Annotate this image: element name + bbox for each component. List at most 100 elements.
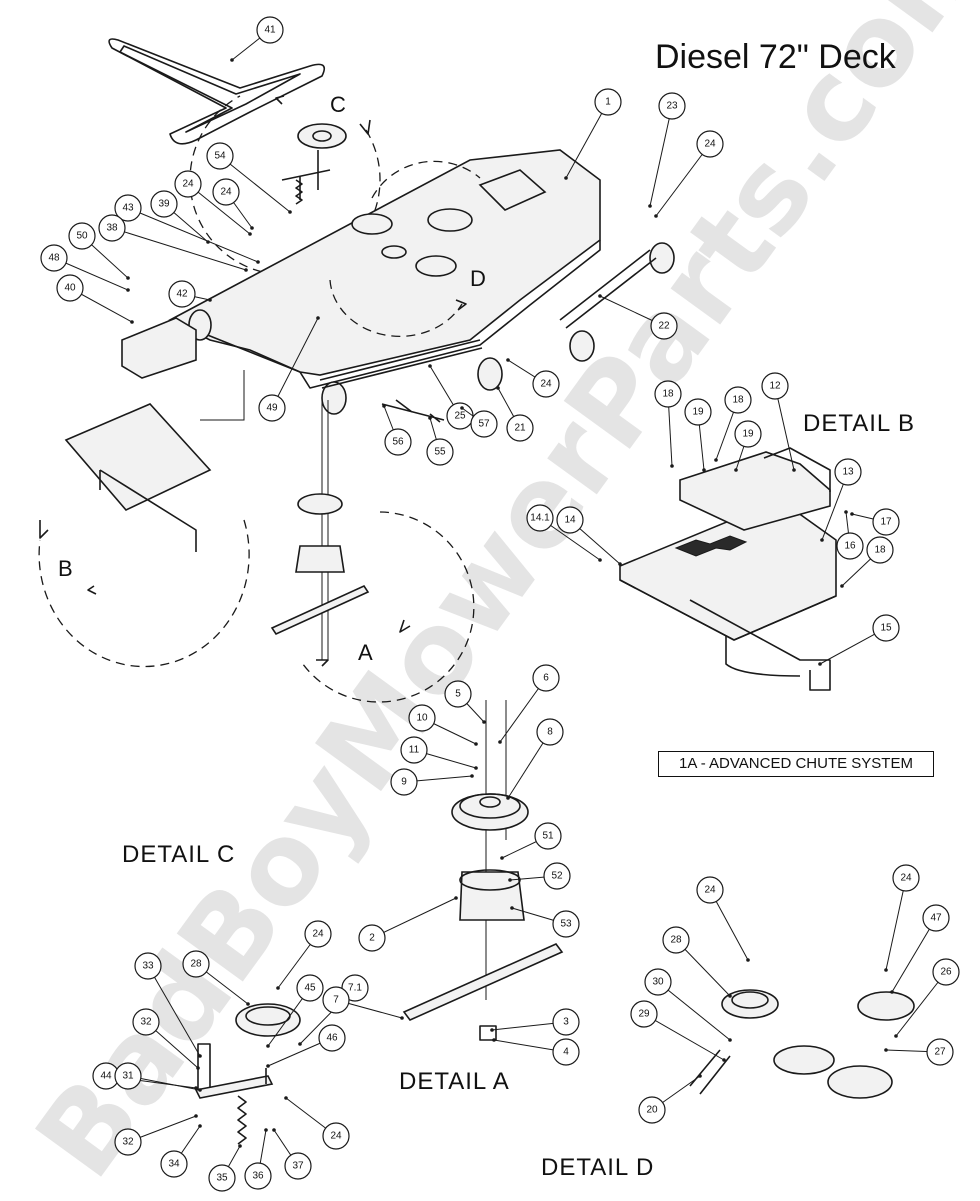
chute-deflector-front — [619, 579, 837, 641]
callout-balloon — [658, 92, 686, 120]
callout-number: 4 — [563, 1047, 569, 1058]
detail-a-circle — [299, 511, 475, 703]
callout-number: 18 — [874, 545, 886, 556]
callout-number: 18 — [662, 389, 674, 400]
callout-leader — [111, 227, 247, 271]
callout-leader-tip — [470, 774, 474, 778]
callout-number: 51 — [542, 831, 554, 842]
view-letter-c: C — [330, 92, 346, 117]
callout-leader-tip — [244, 268, 248, 272]
callout-balloon — [684, 398, 712, 426]
callout-number: 5 — [455, 689, 461, 700]
detail-c-spring — [237, 1095, 247, 1145]
callout-leader-tip — [198, 1054, 202, 1058]
callout-leader-tip — [130, 320, 134, 324]
callout-balloon — [296, 974, 324, 1002]
callout-balloon — [212, 178, 240, 206]
callout-number: 43 — [122, 203, 134, 214]
callout-number: 26 — [940, 967, 952, 978]
callout-balloon — [322, 1122, 350, 1150]
callout-number: 12 — [769, 381, 781, 392]
callout-balloon — [644, 968, 672, 996]
callout-number: 19 — [692, 407, 704, 418]
detail-d-pulley-28 — [721, 989, 779, 1019]
spindle-housing-mini — [295, 545, 345, 573]
callout-number: 2 — [369, 933, 375, 944]
callout-number: 57 — [478, 419, 490, 430]
callout-balloon — [174, 170, 202, 198]
callout-number: 14 — [564, 515, 576, 526]
callout-leader-tip — [264, 1128, 268, 1132]
idler-pulley-c-hub — [312, 130, 332, 142]
callout-leader-tip — [884, 968, 888, 972]
callout-leader-tip — [266, 1064, 270, 1068]
callout-balloon — [322, 986, 350, 1014]
callout-number: 24 — [704, 885, 716, 896]
callout-balloon — [696, 130, 724, 158]
callout-balloon — [630, 1000, 658, 1028]
deck-wheel-4 — [569, 330, 595, 362]
callout-leader-tip — [598, 294, 602, 298]
callout-number: 25 — [454, 411, 466, 422]
detail-c-pulley — [235, 1003, 301, 1037]
callout-balloon — [304, 920, 332, 948]
callout-leader-tip — [194, 1114, 198, 1118]
callout-number: 32 — [122, 1137, 134, 1148]
callout-balloon — [384, 428, 412, 456]
callout-balloon — [872, 508, 900, 536]
detail-d-arc — [371, 160, 481, 199]
callout-balloon — [114, 1062, 142, 1090]
callout-number: 27 — [934, 1047, 946, 1058]
callout-balloon — [400, 736, 428, 764]
drive-belt — [108, 38, 326, 145]
chute-hinge-plate — [679, 451, 831, 531]
callout-number: 53 — [560, 919, 572, 930]
turnbuckle-rod — [381, 399, 445, 423]
callout-balloon — [426, 438, 454, 466]
callout-number: 38 — [106, 223, 118, 234]
callout-balloon — [543, 862, 571, 890]
callout-leader-tip — [792, 468, 796, 472]
callout-leader-tip — [460, 406, 464, 410]
callout-balloon — [552, 1038, 580, 1066]
callout-leader-tip — [818, 662, 822, 666]
callout-leader-tip — [250, 226, 254, 230]
idler-spring-c — [295, 179, 303, 205]
callout-balloon — [134, 952, 162, 980]
idler-pulley-c — [297, 123, 347, 149]
chute-mini — [64, 403, 212, 511]
callout-balloon — [444, 680, 472, 708]
callout-leader-tip — [510, 906, 514, 910]
chute-logo — [674, 535, 748, 557]
callout-balloon — [284, 1152, 312, 1180]
detail-b-label: DETAIL B — [803, 410, 916, 437]
callout-number: 28 — [190, 959, 202, 970]
callout-leader-tip — [670, 464, 674, 468]
detail-c-label: DETAIL C — [122, 841, 236, 868]
callout-leader-tip — [474, 766, 478, 770]
chute-rail — [689, 599, 831, 691]
callout-balloon — [834, 458, 862, 486]
callout-number: 55 — [434, 447, 446, 458]
mower-deck — [168, 149, 601, 376]
callout-leader-tip — [722, 1058, 726, 1062]
drive-belt-inner — [119, 45, 301, 133]
detail-a-label: DETAIL A — [399, 1068, 510, 1095]
deck-wheel-3 — [477, 357, 503, 391]
callout-leader-tip — [702, 468, 706, 472]
callout-number: 21 — [514, 423, 526, 434]
callout-balloon — [696, 876, 724, 904]
callout-leader-tip — [734, 468, 738, 472]
detail-d-idler-arm — [689, 1049, 731, 1095]
callout-number: 1 — [605, 97, 611, 108]
callout-number: 17 — [880, 517, 892, 528]
callout-number: 24 — [220, 187, 232, 198]
callout-leader-tip — [850, 512, 854, 516]
detail-c-arrow — [275, 95, 371, 135]
callout-leader-tip — [208, 298, 212, 302]
view-letter-b: B — [58, 556, 73, 581]
callout-number: 9 — [401, 777, 407, 788]
callout-balloon — [926, 1038, 954, 1066]
callout-number: 56 — [392, 437, 404, 448]
